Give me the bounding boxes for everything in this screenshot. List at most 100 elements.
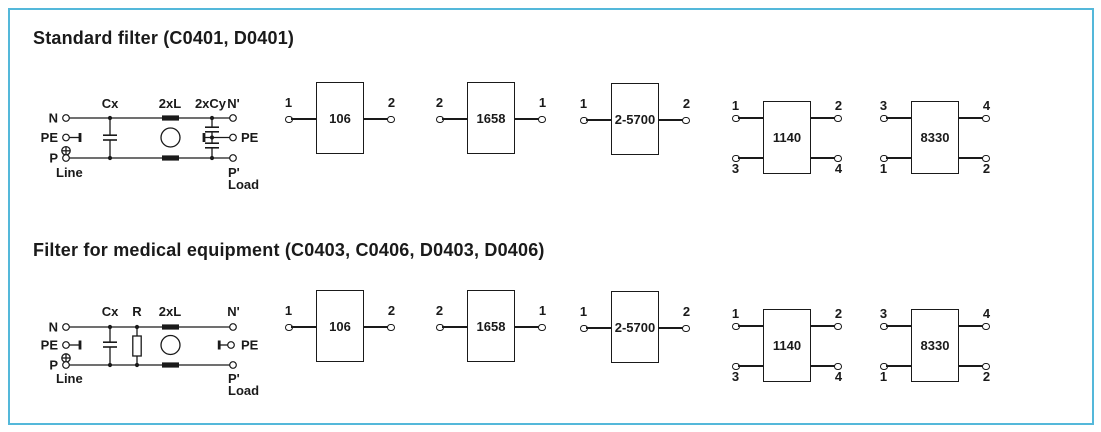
pin-number: 2 (682, 304, 691, 319)
pin-number: 1 (284, 303, 293, 318)
block-label: 106 (329, 318, 351, 334)
pin-number: 4 (982, 98, 991, 113)
capacitor-cx-icon (103, 118, 117, 158)
terminal-circles (62, 323, 237, 369)
block-label: 1140 (772, 130, 802, 145)
block-label: 1140 (772, 338, 802, 353)
schematic-medical-filter: N PE P Line Cx R 2xL N' PE P' Load (41, 304, 259, 398)
terminal-circle (834, 154, 842, 163)
label-p-prime: P' (228, 165, 240, 180)
pin-number: 4 (982, 306, 991, 321)
pe-contact-bars (78, 340, 221, 350)
label-p-prime: P' (228, 371, 240, 386)
terminal-circle (982, 362, 990, 371)
label-2xl: 2xL (159, 96, 181, 111)
label-load: Load (228, 383, 259, 398)
earth-ground-icon (61, 353, 71, 363)
wire (809, 117, 835, 119)
pin-number: 2 (387, 95, 396, 110)
pin-number: 3 (731, 369, 740, 384)
block-box: 1140 (763, 101, 811, 174)
block-1658: 2 1 1658 (436, 290, 546, 364)
terminal-circle (834, 114, 842, 123)
label-2xl: 2xL (159, 304, 181, 319)
wire (809, 365, 835, 367)
wire (886, 117, 911, 119)
terminal-circle (538, 323, 546, 332)
wire (738, 117, 763, 119)
pin-number: 2 (682, 96, 691, 111)
block-box: 2-5700 (611, 291, 659, 363)
pin-number: 2 (834, 98, 843, 113)
terminal-circle (834, 362, 842, 371)
wire (886, 325, 911, 327)
wire (291, 326, 316, 328)
pin-number: 1 (579, 96, 588, 111)
block-box: 1658 (467, 290, 515, 362)
label-r: R (132, 304, 142, 319)
label-cx: Cx (102, 96, 119, 111)
wire (513, 326, 539, 328)
wire (886, 157, 911, 159)
wires (69, 117, 230, 159)
block-1140: 1 2 3 4 1140 (732, 307, 842, 389)
block-box: 106 (316, 290, 364, 362)
block-label: 8330 (920, 338, 950, 353)
pin-number: 1 (879, 369, 888, 384)
wire (291, 118, 316, 120)
pin-number: 1 (731, 306, 740, 321)
block-2-5700: 1 2 2-5700 (580, 83, 690, 157)
earth-ground-icon (61, 145, 71, 156)
resistor-r-icon (132, 327, 142, 365)
pin-number: 2 (387, 303, 396, 318)
pe-contact-bars (78, 133, 206, 142)
block-label: 1658 (476, 110, 506, 126)
block-box: 106 (316, 82, 364, 154)
junction-dots (107, 324, 140, 368)
block-label: 2-5700 (614, 111, 656, 127)
label-n: N (49, 111, 58, 126)
block-box: 8330 (911, 101, 959, 174)
wire (513, 118, 539, 120)
wire (738, 365, 763, 367)
block-box: 8330 (911, 309, 959, 382)
pin-number: 4 (834, 161, 843, 176)
wire (586, 327, 611, 329)
terminal-circle (682, 116, 690, 125)
wire (657, 119, 683, 121)
pin-number: 1 (284, 95, 293, 110)
wire (657, 327, 683, 329)
label-load: Load (228, 177, 259, 192)
wire (957, 365, 983, 367)
label-n-prime: N' (227, 304, 239, 319)
junction-dots (107, 115, 215, 161)
block-box: 1140 (763, 309, 811, 382)
terminal-circle (387, 115, 395, 124)
terminal-circle (982, 322, 990, 331)
label-line: Line (56, 165, 83, 180)
label-pe: PE (41, 338, 59, 353)
wire (738, 325, 763, 327)
label-pe-out: PE (241, 130, 259, 145)
terminal-circle (682, 324, 690, 333)
terminal-circle (982, 114, 990, 123)
block-box: 2-5700 (611, 83, 659, 155)
pin-number: 1 (538, 95, 547, 110)
block-106: 1 2 106 (285, 290, 395, 364)
label-cx: Cx (102, 304, 119, 319)
block-106: 1 2 106 (285, 82, 395, 156)
terminal-circle (387, 323, 395, 332)
pin-number: 4 (834, 369, 843, 384)
pin-number: 2 (982, 369, 991, 384)
terminal-circle (834, 322, 842, 331)
pin-number: 3 (879, 306, 888, 321)
pin-number: 1 (731, 98, 740, 113)
block-8330: 3 4 1 2 8330 (880, 307, 990, 389)
wire (362, 118, 388, 120)
pin-number: 2 (834, 306, 843, 321)
wire (886, 365, 911, 367)
block-label: 8330 (920, 130, 950, 145)
block-1140: 1 2 3 4 1140 (732, 99, 842, 181)
label-p: P (49, 358, 58, 373)
pin-number: 1 (579, 304, 588, 319)
